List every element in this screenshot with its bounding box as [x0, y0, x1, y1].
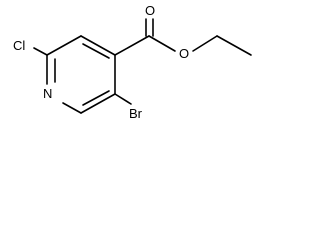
- bond-c5-bromine: [114, 93, 132, 105]
- nitrogen-label: N: [43, 86, 52, 101]
- ring-bond-c5-c6-inner: [82, 90, 110, 106]
- ethyl-ester-group: [114, 18, 252, 56]
- ring-bond-c3-c4-inner: [82, 43, 110, 59]
- bromine-label: Br: [129, 106, 143, 121]
- chlorine-label: Cl: [13, 38, 25, 53]
- ester-oxygen-label: O: [179, 46, 189, 61]
- ring-bond-c2-c3: [46, 35, 82, 56]
- bond-ch2-ch3: [216, 35, 252, 56]
- bond-carbonyl-ester-oxygen: [148, 35, 176, 52]
- ring-bond-c6-n1: [62, 102, 82, 114]
- ring-bond-c5-c6: [80, 93, 116, 114]
- chemical-structure: N Cl Br O O: [13, 3, 252, 121]
- carbonyl-oxygen-label: O: [145, 3, 155, 18]
- ring-bond-c3-c4: [80, 35, 116, 56]
- bond-ester-oxygen-ch2: [192, 35, 218, 52]
- bond-c2-chlorine: [33, 47, 48, 56]
- pyridine-ring: [46, 35, 116, 114]
- bond-c4-carbonyl-carbon: [114, 35, 150, 56]
